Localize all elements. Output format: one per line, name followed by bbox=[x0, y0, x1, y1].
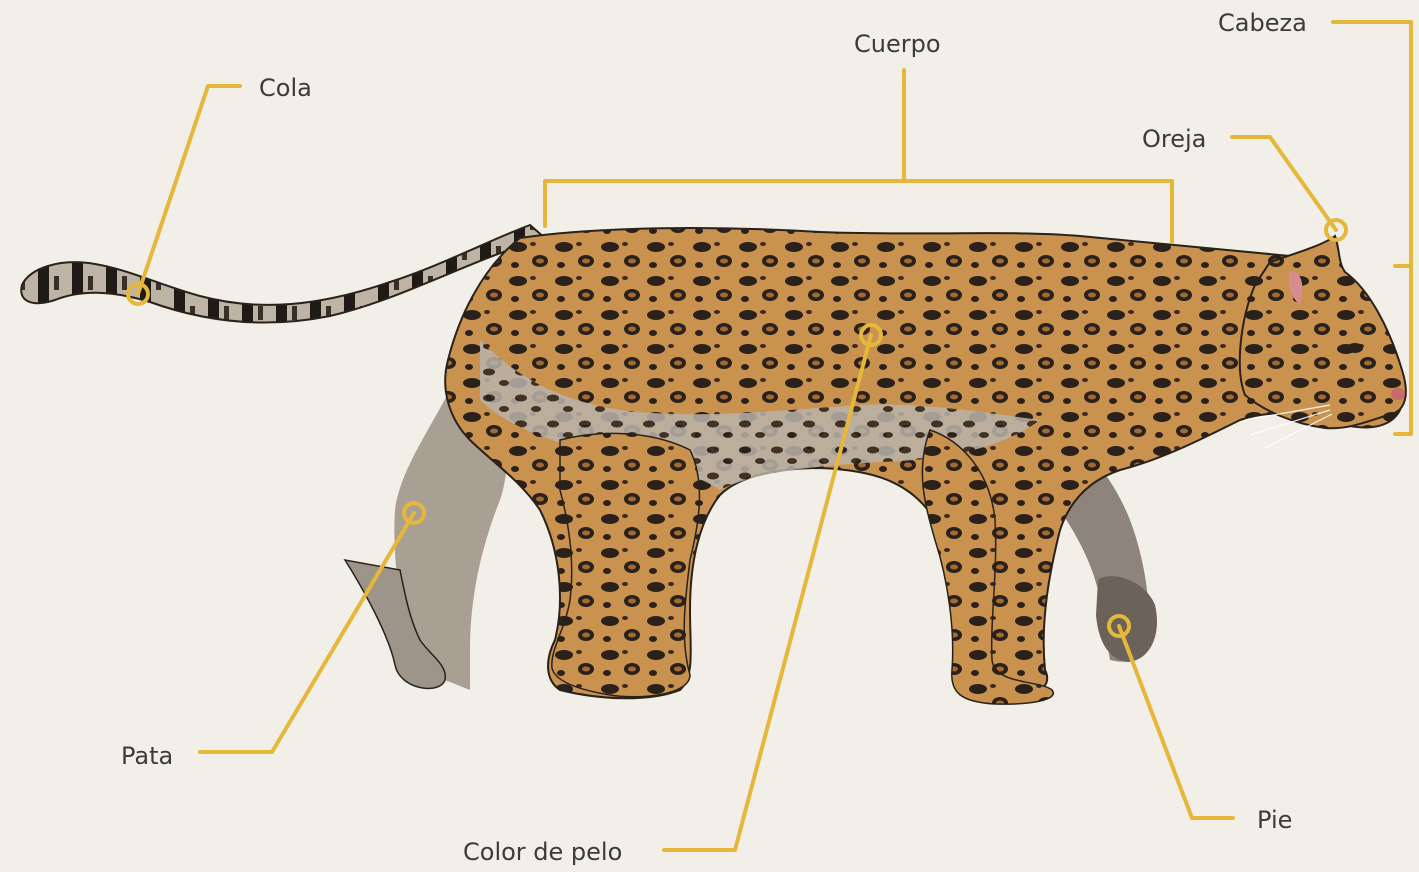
label-oreja: Oreja bbox=[1142, 125, 1206, 153]
leader-cola bbox=[138, 86, 240, 294]
label-cuerpo: Cuerpo bbox=[854, 30, 941, 58]
label-pie: Pie bbox=[1257, 806, 1292, 834]
label-pata: Pata bbox=[121, 742, 173, 770]
eye bbox=[1347, 343, 1363, 353]
label-color-pelo: Color de pelo bbox=[463, 838, 622, 866]
near-hind-leg bbox=[552, 433, 700, 696]
ocelot-illustration bbox=[21, 225, 1406, 704]
leader-oreja bbox=[1232, 137, 1336, 230]
nose bbox=[1391, 388, 1405, 400]
leader-pata bbox=[200, 513, 414, 752]
label-cabeza: Cabeza bbox=[1218, 9, 1307, 37]
label-cola: Cola bbox=[259, 74, 312, 102]
